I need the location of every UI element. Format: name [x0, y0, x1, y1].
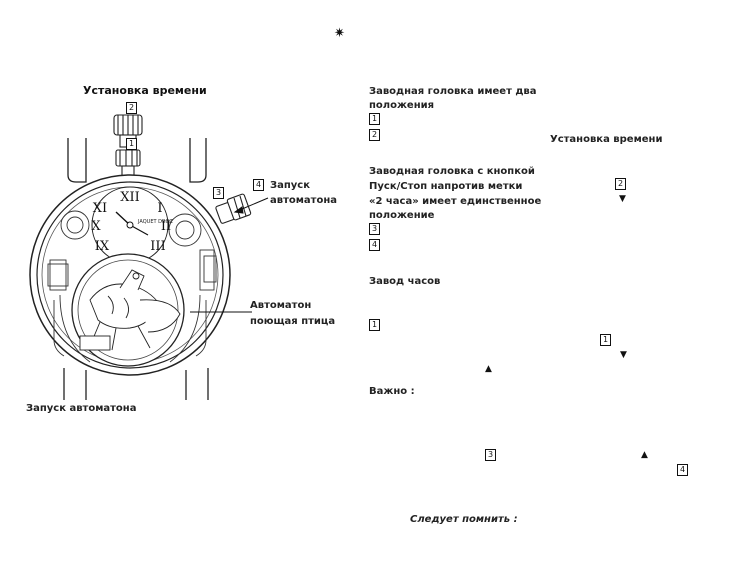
pusher-number: 3: [213, 187, 224, 199]
crown-title-line1: Заводная головка имеет два: [369, 86, 537, 97]
svg-text:XI: XI: [93, 201, 107, 216]
crown-button-pos3: 3: [369, 223, 380, 235]
crown-button-line3: «2 часа» имеет единственное: [369, 196, 542, 207]
star-icon: ✷: [334, 26, 345, 41]
svg-text:II: II: [161, 219, 171, 234]
triangle-down-icon: ▼: [620, 350, 627, 360]
crown-position-1: 1: [126, 138, 137, 150]
crown-button-line2: Пуск/Стоп напротив метки: [369, 181, 523, 192]
crown-button-line1: Заводная головка с кнопкой: [369, 166, 535, 177]
triangle-up-icon: ▲: [485, 364, 492, 374]
remember-note: Следует помнить :: [410, 514, 518, 525]
start-automaton-heading: Запуск автоматона: [26, 403, 137, 414]
crown-icon: [113, 114, 143, 177]
watch-illustration: XII XI I X II IX III JAQUET DROZ: [29, 114, 269, 400]
winding-title: Завод часов: [369, 276, 441, 287]
triangle-down-icon: ▼: [619, 194, 626, 204]
start-label-line2: автоматона: [270, 195, 337, 206]
svg-text:III: III: [150, 239, 165, 254]
crown-title-line2: положения: [369, 100, 435, 111]
important-box4: 4: [677, 464, 688, 476]
automaton-label-line2: поющая птица: [250, 316, 336, 327]
crown-position-2: 2: [126, 102, 137, 114]
svg-text:XII: XII: [120, 190, 140, 205]
crown-button-box2: 2: [615, 178, 626, 190]
winding-box2: 1: [600, 334, 611, 346]
time-setting-label: Установка времени: [83, 84, 207, 97]
start-number: 4: [253, 179, 264, 191]
pusher-icon: [215, 193, 252, 224]
important-title: Важно :: [369, 386, 415, 397]
crown-pos-2-text: Установка времени: [550, 134, 663, 145]
crown-pos-1-box: 1: [369, 113, 380, 125]
winding-box1: 1: [369, 319, 380, 331]
start-label-line1: Запуск: [270, 180, 310, 191]
automaton-label-line1: Автоматон: [250, 300, 312, 311]
crown-pos-2-box: 2: [369, 129, 380, 141]
triangle-up-icon: ▲: [641, 450, 648, 460]
important-box3: 3: [485, 449, 496, 461]
svg-text:I: I: [157, 201, 162, 216]
svg-text:X: X: [91, 219, 101, 234]
dial-brand: JAQUET DROZ: [137, 219, 173, 225]
crown-button-pos4: 4: [369, 239, 380, 251]
svg-text:IX: IX: [95, 239, 110, 254]
crown-button-line4: положение: [369, 210, 435, 221]
